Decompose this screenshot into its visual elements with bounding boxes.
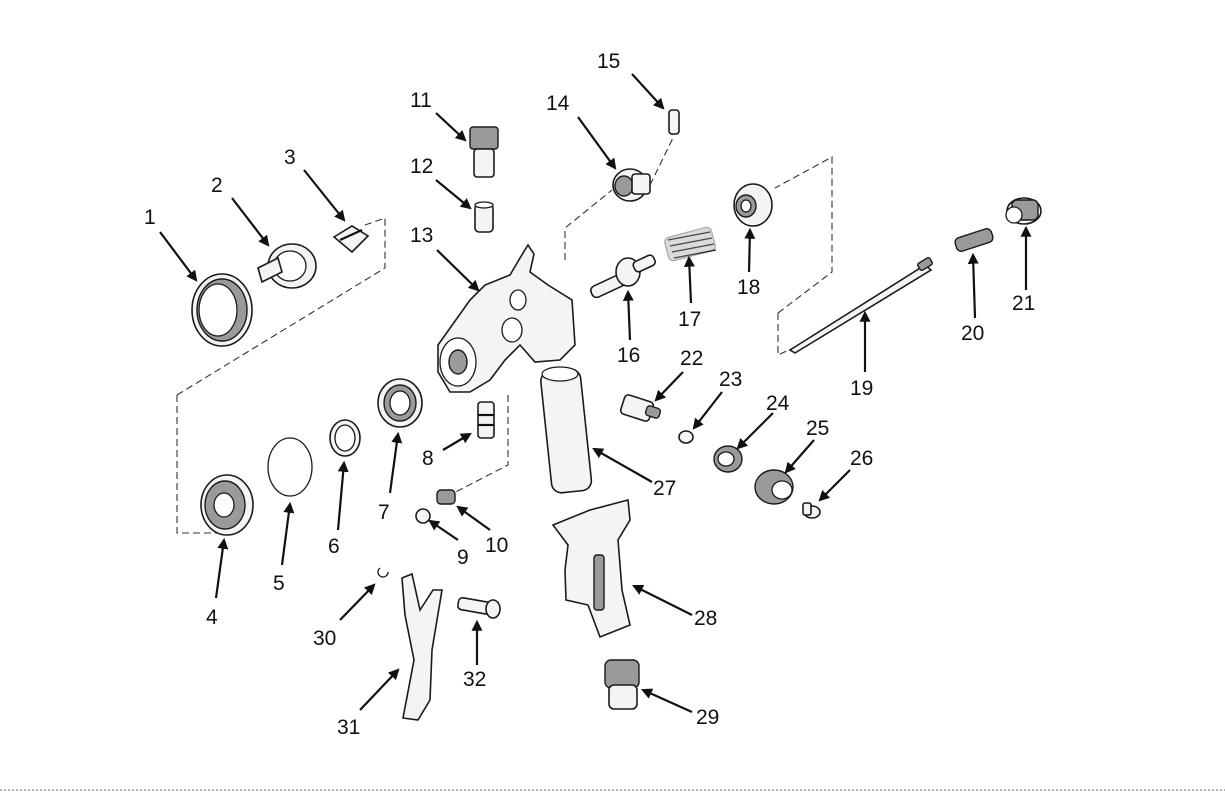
label-part-17: 17 bbox=[678, 308, 701, 331]
label-part-10: 10 bbox=[485, 534, 508, 557]
label-part-25: 25 bbox=[806, 417, 829, 440]
part-20-needle-spring bbox=[954, 227, 994, 252]
part-2-air-cap bbox=[258, 244, 316, 288]
label-part-22: 22 bbox=[680, 347, 703, 370]
label-part-15: 15 bbox=[597, 50, 620, 73]
label-part-29: 29 bbox=[696, 706, 719, 729]
part-6-seal bbox=[330, 420, 360, 456]
part-5-o-ring bbox=[268, 438, 312, 496]
label-part-20: 20 bbox=[961, 322, 984, 345]
part-8-fitting bbox=[478, 402, 494, 438]
part-12-sleeve bbox=[475, 202, 493, 232]
label-part-6: 6 bbox=[328, 535, 340, 558]
label-part-13: 13 bbox=[410, 224, 433, 247]
label-part-3: 3 bbox=[284, 146, 296, 169]
part-15-pin bbox=[669, 110, 679, 134]
label-part-8: 8 bbox=[422, 447, 434, 470]
part-24-nut bbox=[714, 446, 742, 472]
part-10-spring-screw bbox=[437, 490, 455, 504]
label-part-7: 7 bbox=[378, 501, 390, 524]
part-4-baffle bbox=[201, 475, 253, 535]
part-27-handle-tube bbox=[540, 367, 593, 494]
label-part-5: 5 bbox=[273, 572, 285, 595]
part-26-screw bbox=[803, 503, 820, 518]
label-part-21: 21 bbox=[1012, 292, 1035, 315]
label-part-28: 28 bbox=[694, 607, 717, 630]
part-16-air-valve-stem bbox=[589, 254, 656, 299]
label-part-2: 2 bbox=[211, 174, 223, 197]
label-part-12: 12 bbox=[410, 155, 433, 178]
part-1-air-cap-retaining-ring bbox=[192, 274, 252, 346]
part-7-distribution-ring bbox=[378, 379, 422, 427]
part-labels: 1 2 3 4 5 6 7 8 9 10 11 12 13 14 15 16 1… bbox=[144, 50, 1035, 739]
part-29-coupling bbox=[605, 660, 639, 709]
part-17-spring bbox=[664, 226, 717, 262]
part-23-washer bbox=[679, 431, 693, 443]
label-part-30: 30 bbox=[313, 627, 336, 650]
part-21-adjusting-knob bbox=[1006, 198, 1041, 224]
label-part-26: 26 bbox=[850, 447, 873, 470]
label-part-1: 1 bbox=[144, 206, 156, 229]
label-part-11: 11 bbox=[410, 89, 432, 112]
part-11-air-inlet-fitting bbox=[470, 127, 498, 177]
part-19-fluid-needle bbox=[790, 257, 933, 353]
label-part-16: 16 bbox=[617, 344, 640, 367]
part-31-trigger bbox=[402, 574, 442, 720]
label-part-27: 27 bbox=[653, 477, 676, 500]
part-9-nut bbox=[416, 509, 430, 523]
part-18-packing-nut bbox=[734, 184, 772, 226]
part-28-handle bbox=[553, 500, 630, 637]
part-30-clip bbox=[378, 568, 388, 577]
part-32-trigger-stud bbox=[457, 597, 500, 618]
label-part-23: 23 bbox=[719, 368, 742, 391]
part-14-air-valve bbox=[613, 169, 650, 201]
label-part-31: 31 bbox=[337, 716, 360, 739]
label-part-9: 9 bbox=[457, 546, 469, 569]
part-22-spreader-valve bbox=[620, 394, 662, 422]
part-3-fluid-nozzle bbox=[334, 226, 368, 252]
label-part-24: 24 bbox=[766, 392, 790, 415]
label-part-32: 32 bbox=[463, 668, 486, 691]
label-part-14: 14 bbox=[546, 92, 570, 115]
part-25-spreader-knob bbox=[755, 470, 793, 504]
label-part-18: 18 bbox=[737, 276, 760, 299]
label-part-19: 19 bbox=[850, 377, 873, 400]
label-part-4: 4 bbox=[206, 606, 218, 629]
